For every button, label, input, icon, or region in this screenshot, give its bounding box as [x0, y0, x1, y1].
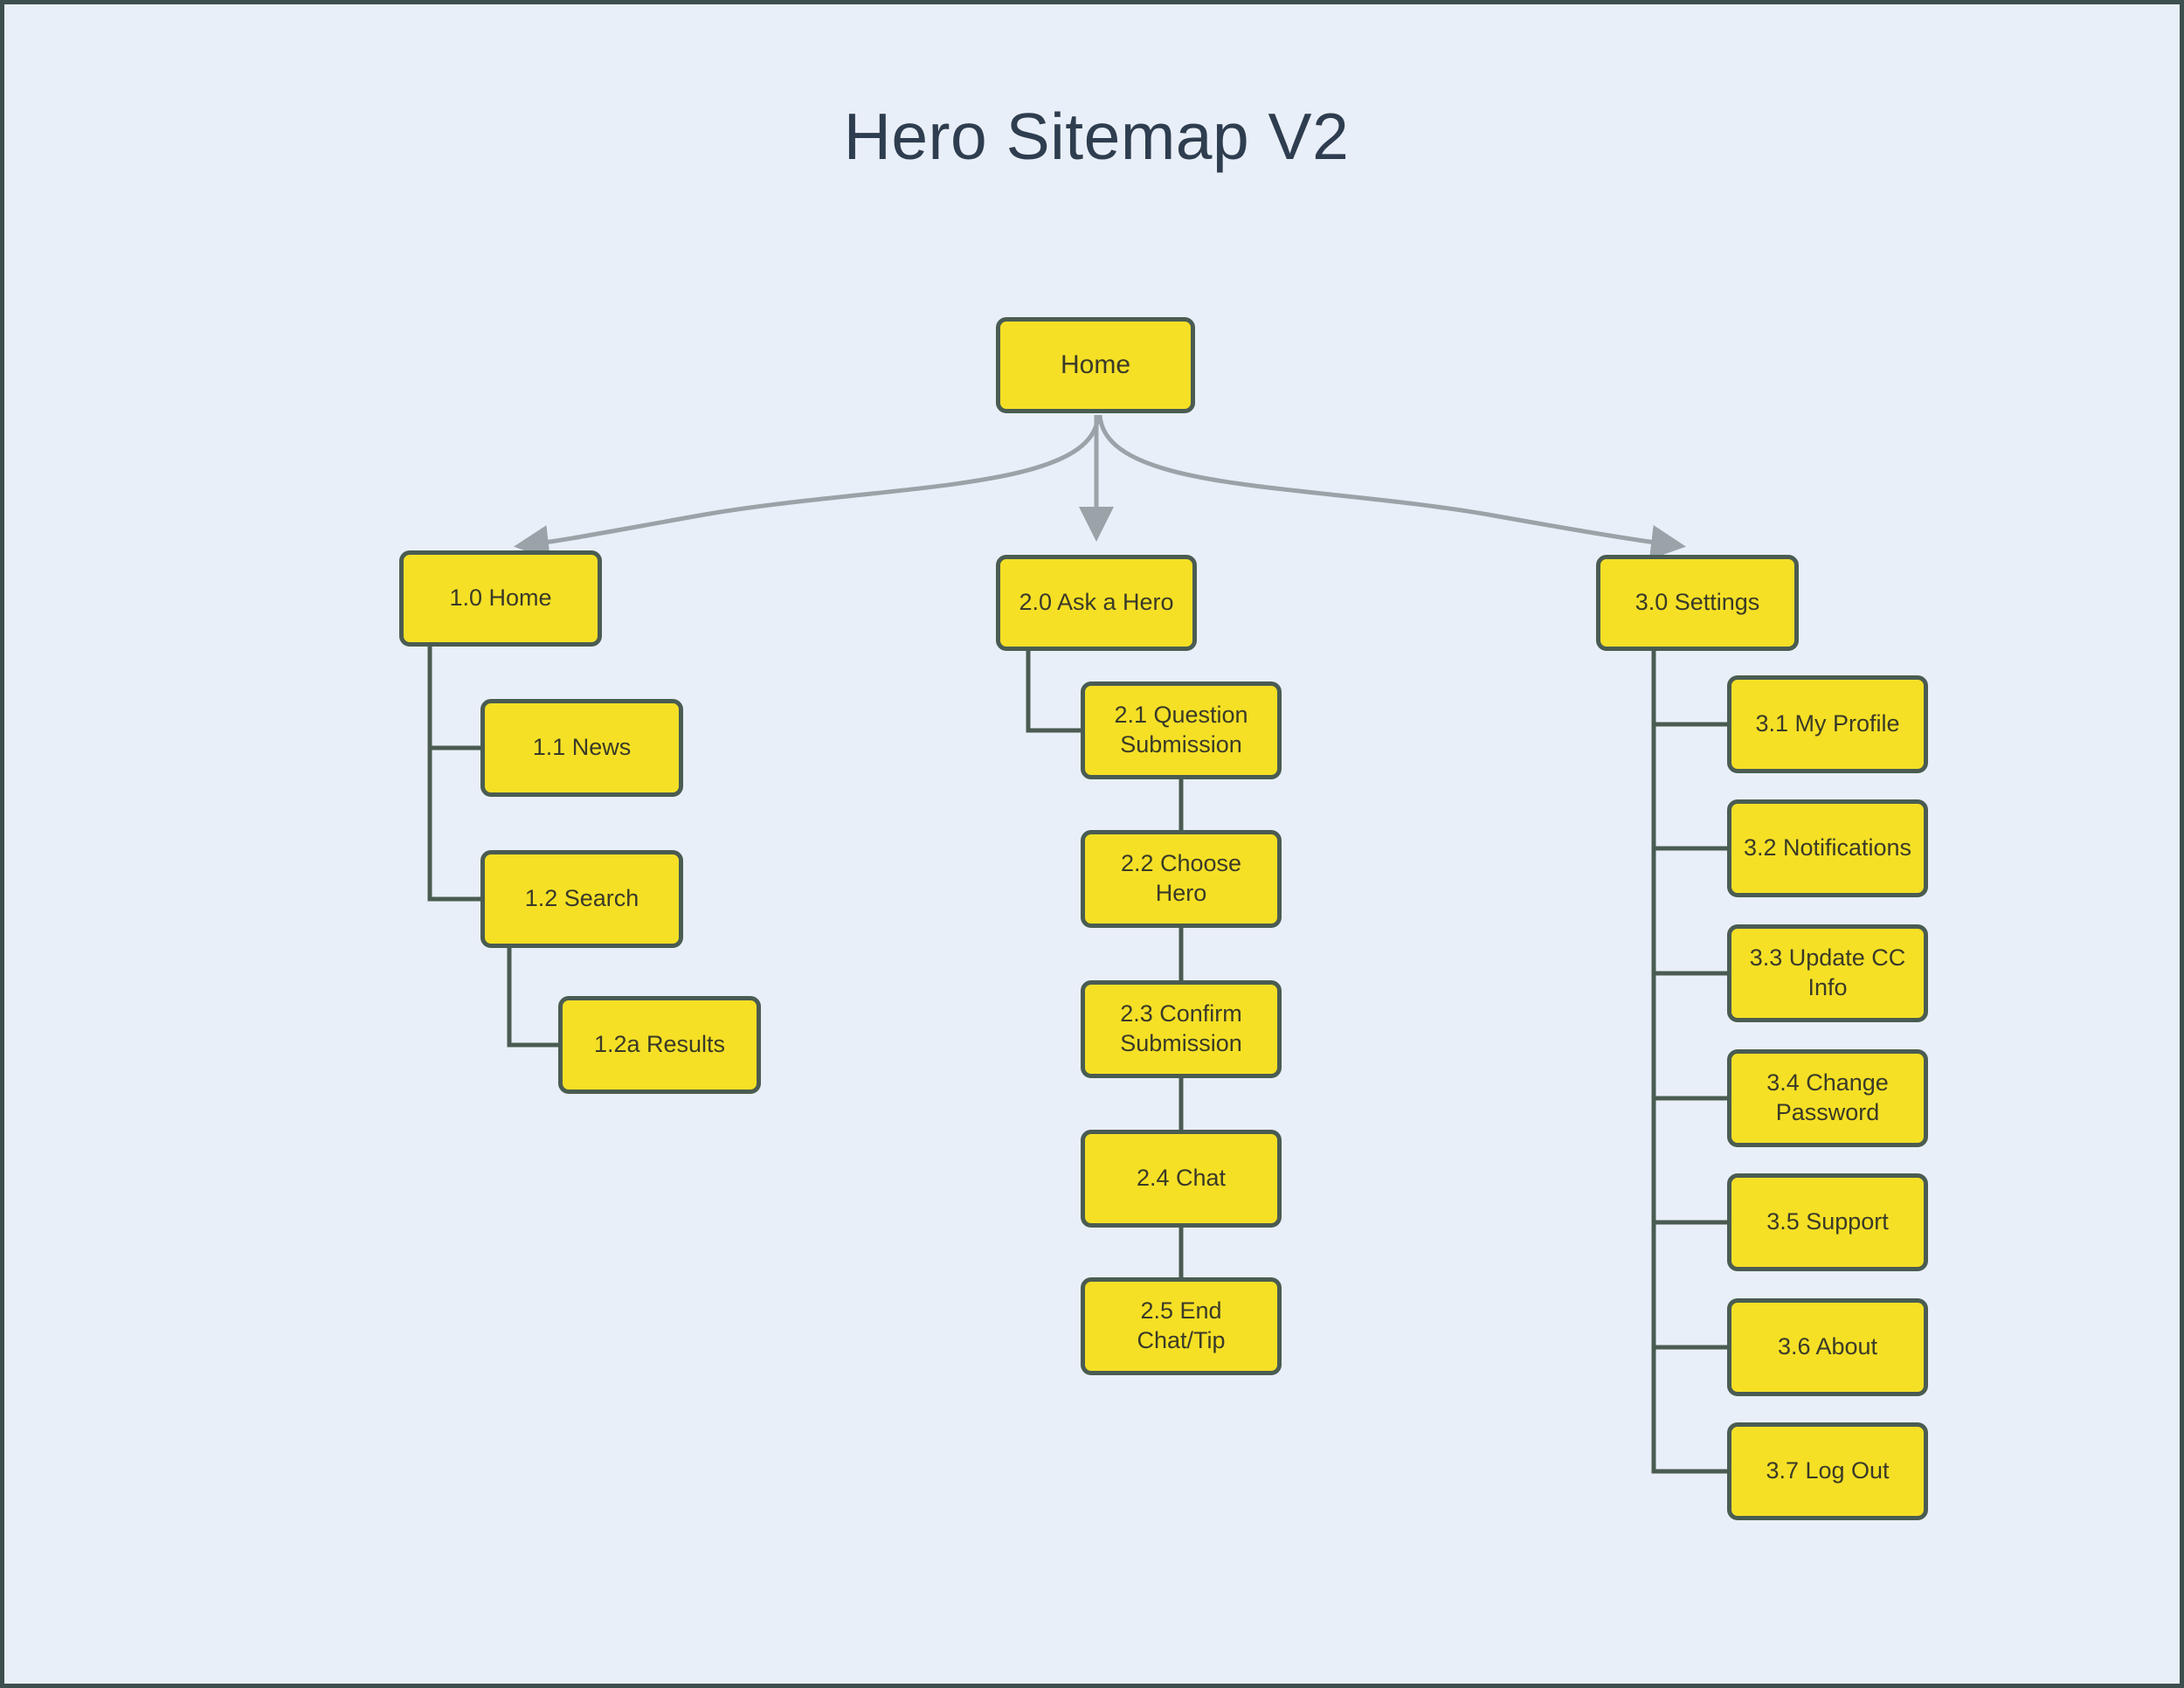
connector-n30-to-n37: [1651, 651, 1727, 1474]
connector-n30-to-n35: [1651, 651, 1727, 1225]
sitemap-node-n11[interactable]: 1.1 News: [480, 699, 683, 797]
sitemap-node-label: 3.5 Support: [1766, 1208, 1889, 1235]
sitemap-node-label: 2.5 End Chat/Tip: [1137, 1297, 1226, 1353]
sitemap-node-label: 2.3 Confirm Submission: [1120, 1000, 1242, 1056]
sitemap-node-n35[interactable]: 3.5 Support: [1727, 1173, 1928, 1271]
sitemap-node-label: 3.7 Log Out: [1766, 1457, 1890, 1484]
sitemap-node-n34[interactable]: 3.4 Change Password: [1727, 1049, 1928, 1147]
sitemap-node-n23[interactable]: 2.3 Confirm Submission: [1081, 980, 1282, 1078]
sitemap-node-n24[interactable]: 2.4 Chat: [1081, 1130, 1282, 1228]
sitemap-node-label: 1.1 News: [532, 734, 632, 761]
sitemap-node-label: 3.1 My Profile: [1755, 710, 1900, 737]
sitemap-node-n30[interactable]: 3.0 Settings: [1596, 555, 1799, 651]
connector-n30-to-n31: [1651, 651, 1727, 727]
sitemap-node-n22[interactable]: 2.2 Choose Hero: [1081, 830, 1282, 928]
sitemap-node-label: 3.2 Notifications: [1743, 834, 1912, 861]
sitemap-node-n12[interactable]: 1.2 Search: [480, 850, 683, 948]
connector-n10-to-n12: [427, 647, 480, 902]
sitemap-node-label: Home: [1060, 350, 1131, 380]
sitemap-node-n36[interactable]: 3.6 About: [1727, 1298, 1928, 1396]
connector-n20-to-n21: [1026, 651, 1081, 733]
connector-n30-to-n36: [1651, 651, 1727, 1350]
sitemap-node-label: 3.3 Update CC Info: [1749, 944, 1906, 1000]
sitemap-node-n32[interactable]: 3.2 Notifications: [1727, 799, 1928, 897]
sitemap-node-label: 2.1 Question Submission: [1114, 702, 1248, 758]
page-title: Hero Sitemap V2: [843, 100, 1350, 173]
connector-n30-to-n33: [1651, 651, 1727, 976]
sitemap-node-n21[interactable]: 2.1 Question Submission: [1081, 681, 1282, 779]
sitemap-node-n20[interactable]: 2.0 Ask a Hero: [996, 555, 1197, 651]
sitemap-node-n31[interactable]: 3.1 My Profile: [1727, 675, 1928, 773]
connector-n12-to-n12a: [507, 948, 558, 1048]
sitemap-node-label: 3.6 About: [1777, 1333, 1878, 1360]
sitemap-node-n37[interactable]: 3.7 Log Out: [1727, 1422, 1928, 1520]
sitemap-node-label: 2.0 Ask a Hero: [1019, 589, 1174, 616]
sitemap-node-label: 1.2 Search: [524, 885, 639, 912]
sitemap-node-label: 2.4 Chat: [1136, 1165, 1227, 1192]
sitemap-node-label: 1.0 Home: [449, 585, 552, 612]
sitemap-node-label: 2.2 Choose Hero: [1120, 850, 1242, 906]
sitemap-node-n33[interactable]: 3.3 Update CC Info: [1727, 924, 1928, 1022]
sitemap-node-root[interactable]: Home: [996, 317, 1195, 413]
connector-n30-to-n32: [1651, 651, 1727, 851]
arrow-root-to-n10: [514, 414, 1101, 560]
root-arrows: [514, 414, 1686, 560]
sitemap-node-label: 3.4 Change Password: [1766, 1069, 1889, 1125]
sitemap-node-label: 3.0 Settings: [1635, 589, 1760, 616]
sitemap-node-n25[interactable]: 2.5 End Chat/Tip: [1081, 1277, 1282, 1375]
sitemap-node-label: 1.2a Results: [593, 1031, 726, 1058]
sitemap-node-n10[interactable]: 1.0 Home: [399, 550, 602, 647]
arrow-root-to-n30: [1097, 414, 1686, 560]
connector-n30-to-n34: [1651, 651, 1727, 1101]
sitemap-node-n12a[interactable]: 1.2a Results: [558, 996, 761, 1094]
connector-n10-to-n11: [427, 647, 480, 751]
